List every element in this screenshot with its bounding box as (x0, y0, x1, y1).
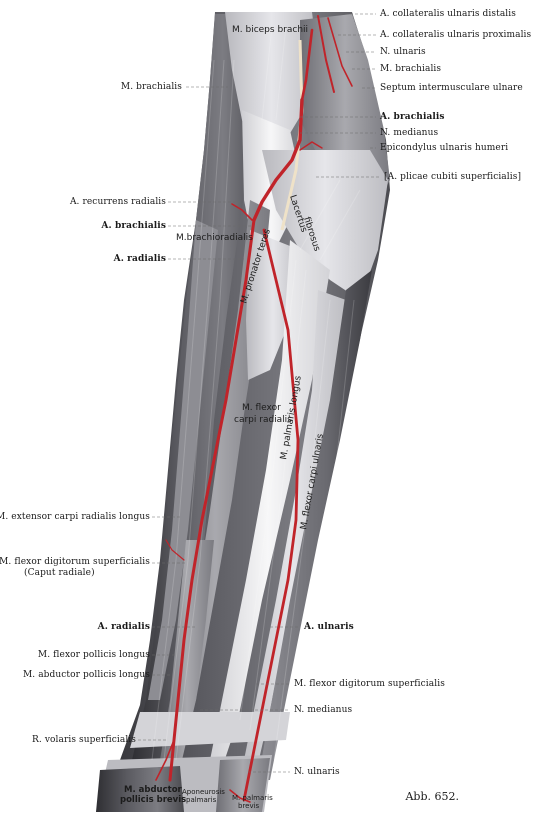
flexor-digitorum-superficialis-muscle (160, 540, 214, 760)
label-r-volaris: R. volaris superficialis (32, 735, 136, 745)
label-fcr-1: M. flexor (242, 403, 281, 413)
label-a-brachialis-left: A. brachialis (101, 221, 166, 231)
label-n-ulnaris-top: N. ulnaris (380, 47, 426, 57)
label-n-medianus-top: N. medianus (380, 128, 439, 138)
label-m-brachialis-right: M. brachialis (380, 64, 442, 74)
label-ecrl: M. extensor carpi radialis longus (0, 512, 150, 522)
label-brachioradialis: M.brachioradialis (176, 233, 253, 243)
label-palmaris-brevis-2: brevis (238, 802, 260, 810)
r-volaris-superficialis (155, 739, 175, 781)
hypothenar-region (216, 758, 270, 812)
label-a-collateralis-ulnaris-distalis: A. collateralis ulnaris distalis (380, 9, 516, 19)
a-brachialis-upper (300, 28, 314, 102)
wrist-arch (229, 789, 251, 803)
flexor-retinaculum (130, 712, 290, 748)
extensor-carpi-radialis-longus-muscle (148, 220, 218, 700)
label-apl: M. abductor pollicis longus (22, 670, 150, 680)
label-epicondylus: Epicondylus ulnaris humeri (380, 143, 509, 153)
a-radialis (168, 218, 256, 782)
label-biceps: M. biceps brachii (232, 25, 308, 35)
label-abductor-2: pollicis brevis (120, 795, 186, 805)
label-septum: Septum intermusculare ulnare (380, 83, 523, 93)
a-ulnaris (242, 228, 300, 802)
a-collateralis-ulnaris-proximalis (327, 17, 353, 87)
arteries (155, 15, 353, 803)
flexor-carpi-ulnaris-muscle (258, 270, 372, 780)
muscle-fiber-lines (151, 25, 361, 761)
leader-lines (138, 13, 380, 773)
label-fcr-2: carpi radialis (234, 415, 292, 425)
label-aponeurosis-2: palmaris (186, 796, 217, 804)
a-recurrens-radialis (231, 203, 253, 221)
pronator-teres-muscle (246, 230, 300, 380)
label-n-ulnaris-bottom: N. ulnaris (294, 767, 340, 777)
thenar-region (96, 766, 184, 812)
label-a-radialis-bottom: A. radialis (97, 622, 150, 632)
a-radialis-branch (165, 539, 185, 561)
label-n-medianus-bottom: N. medianus (294, 705, 353, 715)
label-fds-right: M. flexor digitorum superficialis (294, 679, 445, 689)
label-a-ulnaris: A. ulnaris (304, 622, 354, 632)
label-palmaris-brevis-1: M. palmaris (232, 794, 273, 802)
label-caput-radiale: (Caput radiale) (24, 568, 95, 578)
label-fds-left: M. flexor digitorum superficialis (0, 557, 150, 567)
figure-number: Abb. 652. (405, 790, 459, 803)
lacertus-fibrosus (262, 150, 388, 300)
label-a-radialis-top: A. radialis (113, 254, 166, 264)
brachioradialis-muscle (160, 200, 270, 760)
label-a-collateralis-ulnaris-proximalis: A. collateralis ulnaris proximalis (380, 30, 532, 40)
label-fpl: M. flexor pollicis longus (37, 650, 150, 660)
a-plicae-cubiti (299, 141, 323, 151)
label-m-brachialis-left: M. brachialis (120, 82, 182, 92)
flexor-carpi-radialis-muscle (206, 240, 330, 780)
a-brachialis (252, 98, 304, 222)
label-a-brachialis-right: A. brachialis (380, 112, 445, 122)
label-abductor-1: M. abductor (124, 785, 183, 795)
label-a-plicae-cubiti: [A. plicae cubiti superficialis] (384, 172, 522, 182)
a-collateralis-ulnaris (317, 15, 335, 93)
label-a-recurrens-radialis: A. recurrens radialis (69, 197, 166, 207)
label-aponeurosis-1: Aponeurosis (182, 788, 225, 796)
